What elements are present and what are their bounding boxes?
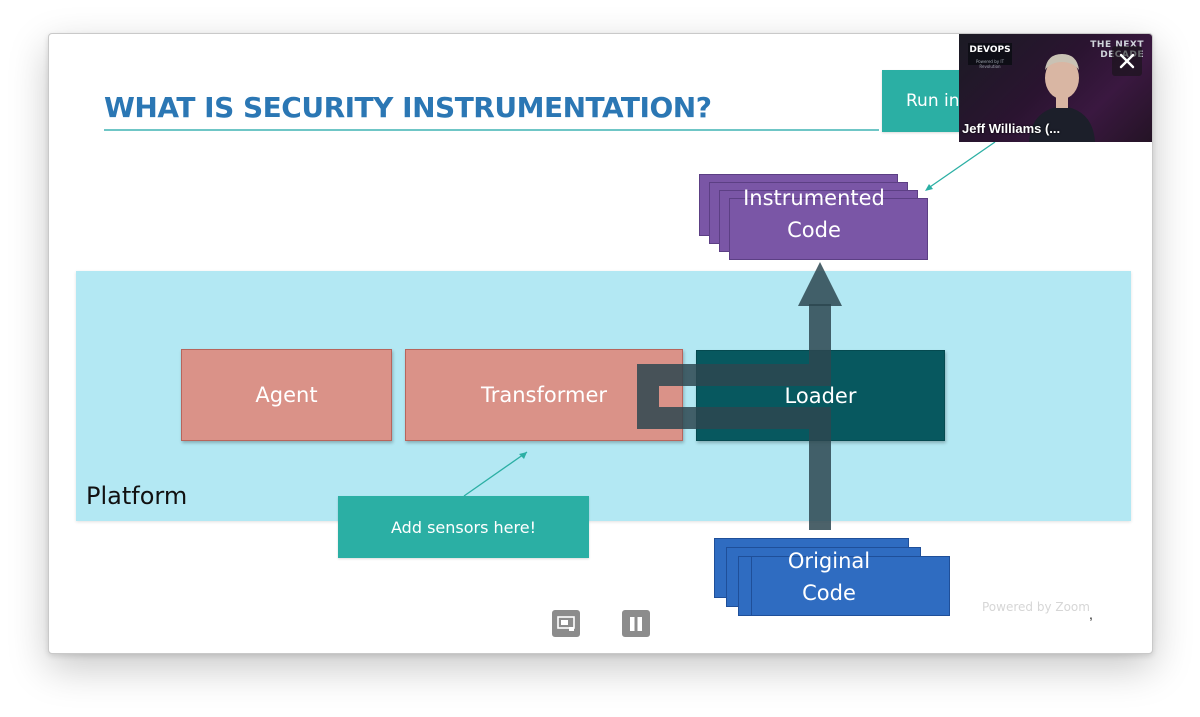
transformer-box: Transformer	[405, 349, 683, 441]
speaker-video-tile[interactable]: DEVOPS Powered by IT Revolution THE NEXT…	[959, 34, 1152, 142]
speaker-avatar	[1029, 54, 1095, 142]
slide-title: WHAT IS SECURITY INSTRUMENTATION?	[104, 91, 712, 124]
platform-label: Platform	[86, 482, 188, 510]
run-connector-line	[926, 141, 996, 190]
screen-share-button[interactable]	[552, 610, 580, 637]
instrumented-sheet	[729, 198, 928, 260]
close-icon	[1119, 53, 1135, 69]
loader-label-text: Loader	[784, 383, 857, 408]
original-code-text: Original Code	[787, 549, 871, 605]
event-badge-sub: Powered by IT Revolution	[975, 59, 1005, 69]
run-in-callout: Run in	[882, 70, 972, 132]
instrumented-code-label: Instrumented Code	[699, 174, 929, 254]
run-in-text: Run in	[906, 91, 960, 111]
participant-name: Jeff Williams (...	[962, 121, 1061, 136]
event-badge-text: DEVOPS	[969, 45, 1011, 55]
pause-icon	[630, 616, 642, 631]
slide-mark: ,	[1089, 606, 1093, 622]
original-code-label: Original Code	[714, 542, 944, 612]
screen-share-icon	[557, 615, 575, 631]
instrumented-code-text: Instrumented Code	[743, 186, 885, 242]
pause-share-button[interactable]	[622, 610, 650, 637]
add-sensors-text: Add sensors here!	[391, 517, 536, 537]
close-video-button[interactable]	[1112, 46, 1142, 76]
zoom-watermark: Powered by Zoom	[982, 600, 1090, 614]
transformer-label: Transformer	[480, 383, 607, 407]
title-underline	[104, 129, 879, 131]
add-sensors-callout: Add sensors here!	[338, 496, 589, 558]
loader-label: Loader	[696, 350, 945, 441]
original-sheet	[751, 556, 950, 616]
agent-label: Agent	[255, 383, 318, 407]
zoom-share-window: WHAT IS SECURITY INSTRUMENTATION? Platfo…	[48, 33, 1153, 654]
agent-box: Agent	[181, 349, 392, 441]
event-badge: DEVOPS	[968, 43, 1012, 65]
